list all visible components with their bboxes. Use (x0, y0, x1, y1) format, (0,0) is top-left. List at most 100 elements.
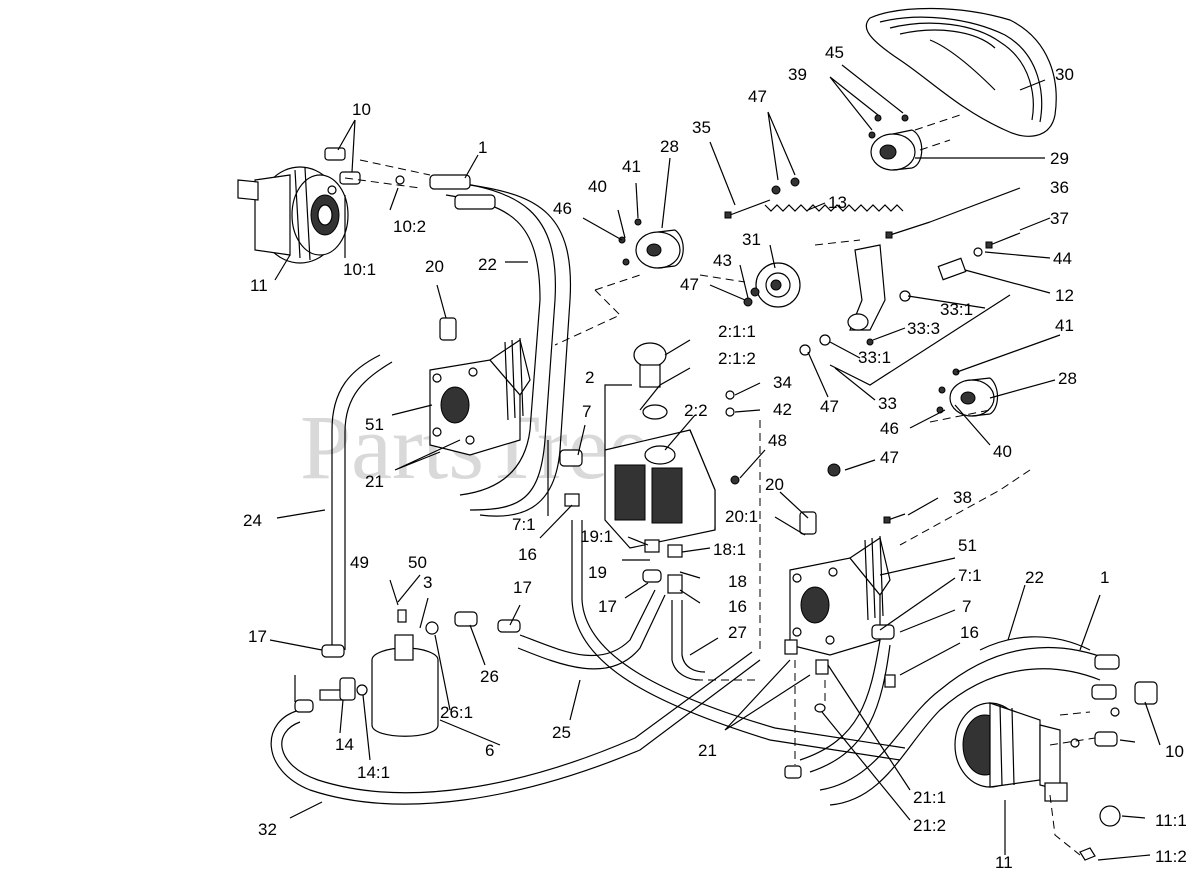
leader-lines (269, 64, 1161, 861)
callout-42: 42 (773, 400, 792, 419)
callout-17-mid: 17 (598, 597, 617, 616)
callout-21-1: 21:1 (913, 788, 946, 807)
callout-47-mid: 47 (680, 275, 699, 294)
callout-7-right: 7 (962, 597, 971, 616)
callout-46-right: 46 (880, 419, 899, 438)
callout-26-1: 26:1 (440, 703, 473, 722)
callout-1-right: 1 (1100, 568, 1109, 587)
callout-44: 44 (1053, 249, 1072, 268)
callout-41: 41 (622, 157, 641, 176)
fuel-tank-2 (604, 342, 716, 549)
callout-24: 24 (243, 511, 262, 530)
callout-6: 6 (485, 741, 494, 760)
callout-19-1: 19:1 (580, 527, 613, 546)
hardware (618, 114, 983, 485)
pulley-28-top (635, 229, 684, 269)
spacer-12 (937, 257, 967, 281)
callout-12: 12 (1055, 286, 1074, 305)
callout-2: 2 (585, 368, 594, 387)
callout-33-3: 33:3 (907, 319, 940, 338)
callout-48: 48 (768, 431, 787, 450)
callout-11-2: 11:2 (1155, 847, 1187, 866)
callout-18: 18 (728, 572, 747, 591)
wheel-motor-11-right (954, 702, 1121, 861)
callout-51-right: 51 (958, 536, 977, 555)
wheel-motor-11-left (237, 166, 349, 264)
callout-20: 20 (425, 257, 444, 276)
callout-11: 11 (250, 276, 268, 295)
callout-19: 19 (588, 563, 607, 582)
callout-2-1-2: 2:1:2 (718, 349, 756, 368)
callout-17-left: 17 (248, 627, 267, 646)
callout-46: 46 (553, 199, 572, 218)
pulley-29 (870, 129, 923, 171)
callout-21-2: 21:2 (913, 816, 946, 835)
callout-21-right: 21 (698, 741, 717, 760)
callout-22-right: 22 (1025, 568, 1044, 587)
callout-18-1: 18:1 (713, 540, 746, 559)
belt-30 (865, 7, 1057, 137)
callout-27: 27 (728, 623, 747, 642)
alignment-lines (344, 114, 1096, 856)
callout-31: 31 (742, 230, 761, 249)
callout-13: 13 (828, 193, 847, 212)
callout-40: 40 (588, 177, 607, 196)
hydro-pump-51-left (429, 317, 531, 456)
callout-labels: 10 1 10:2 10:1 11 22 20 51 21 24 7 7:1 1… (243, 43, 1187, 872)
callout-40-right: 40 (993, 442, 1012, 461)
callout-33-1-bottom: 33:1 (858, 348, 891, 367)
fittings-18-19 (559, 449, 683, 594)
callout-30: 30 (1055, 65, 1074, 84)
callout-26: 26 (480, 667, 499, 686)
callout-51: 51 (365, 415, 384, 434)
idler-arm-33 (847, 244, 886, 331)
callout-20-right: 20 (765, 475, 784, 494)
idler-pulley-31 (755, 262, 801, 308)
callout-10-2: 10:2 (393, 217, 426, 236)
callout-16-mid: 16 (728, 597, 747, 616)
callout-38: 38 (953, 488, 972, 507)
callout-16-right: 16 (960, 623, 979, 642)
callout-14-1: 14:1 (357, 763, 390, 782)
callout-37: 37 (1050, 209, 1069, 228)
callout-32: 32 (258, 820, 277, 839)
callout-7: 7 (582, 402, 591, 421)
fuel-filter-6 (371, 609, 439, 737)
callout-11-1: 11:1 (1155, 811, 1187, 830)
callout-45: 45 (825, 43, 844, 62)
callout-50: 50 (408, 553, 427, 572)
callout-33: 33 (878, 394, 897, 413)
callout-43: 43 (713, 251, 732, 270)
callout-47-top: 47 (748, 87, 767, 106)
callout-7-1-right: 7:1 (958, 566, 982, 585)
spring-13 (764, 204, 904, 212)
fittings-10-right (1070, 654, 1158, 748)
callout-20-1: 20:1 (725, 507, 758, 526)
callout-17: 17 (513, 578, 532, 597)
hydro-pump-51-right (784, 511, 896, 779)
callout-47-right: 47 (820, 397, 839, 416)
callout-10-right: 10 (1165, 742, 1184, 761)
callout-39: 39 (788, 65, 807, 84)
callout-34: 34 (773, 373, 792, 392)
callout-25: 25 (552, 723, 571, 742)
callout-16: 16 (518, 545, 537, 564)
callout-1: 1 (478, 138, 487, 157)
hoses (270, 179, 1111, 806)
callout-28: 28 (660, 137, 679, 156)
fittings-14-17 (294, 611, 521, 713)
callout-28-right: 28 (1058, 369, 1077, 388)
callout-7-1: 7:1 (512, 515, 536, 534)
callout-36: 36 (1050, 178, 1069, 197)
callout-41-right: 41 (1055, 316, 1074, 335)
callout-10: 10 (352, 100, 371, 119)
callout-11-right: 11 (995, 853, 1013, 872)
callout-2-1-1: 2:1:1 (718, 322, 756, 341)
callout-2-2: 2:2 (684, 401, 708, 420)
callout-47-lower: 47 (880, 448, 899, 467)
callout-3: 3 (423, 573, 432, 592)
callout-29: 29 (1050, 149, 1069, 168)
callout-22: 22 (478, 255, 497, 274)
callout-35: 35 (692, 118, 711, 137)
